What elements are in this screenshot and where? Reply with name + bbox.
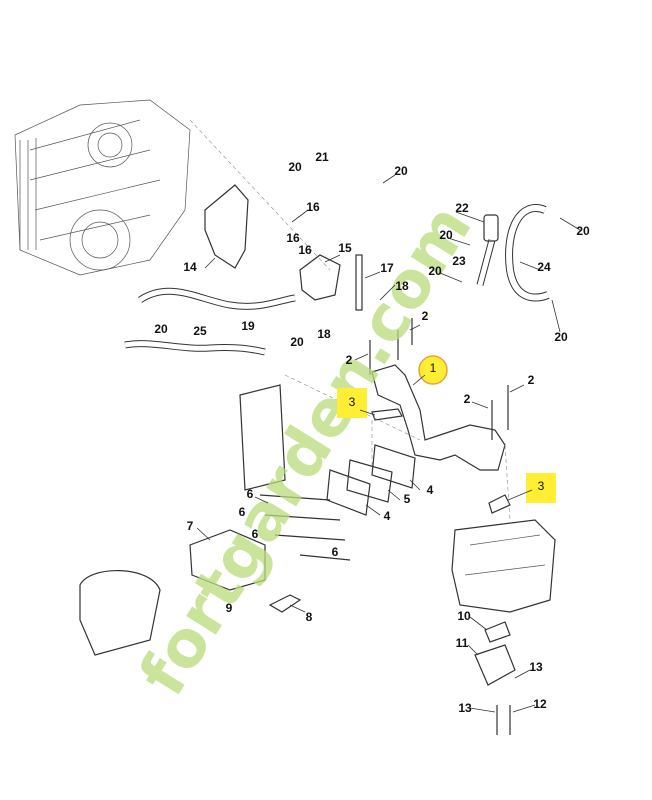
callout-17: 17 bbox=[380, 261, 394, 275]
callout-3: 3 bbox=[538, 479, 545, 493]
cylinder-head bbox=[451, 519, 556, 613]
strap-17 bbox=[355, 254, 363, 311]
callout-2: 2 bbox=[528, 373, 535, 387]
air-filter-housing bbox=[79, 569, 161, 656]
bolts bbox=[259, 318, 509, 561]
gasket-3a bbox=[371, 408, 403, 421]
callout-13: 13 bbox=[458, 701, 472, 715]
carburetor-7 bbox=[189, 529, 266, 591]
callout-6: 6 bbox=[239, 505, 246, 519]
gasket-4b bbox=[326, 469, 371, 516]
callout-18: 18 bbox=[317, 327, 331, 341]
gasket-10 bbox=[484, 621, 511, 643]
plate-part bbox=[239, 384, 286, 491]
callout-6: 6 bbox=[332, 545, 339, 559]
callout-20: 20 bbox=[394, 164, 408, 178]
exhaust-manifold-1 bbox=[371, 364, 506, 471]
gasket-4a bbox=[371, 444, 416, 489]
callout-19: 19 bbox=[241, 319, 255, 333]
engine-block-drawing bbox=[14, 99, 191, 276]
highlight-box bbox=[337, 388, 367, 418]
callout-9: 9 bbox=[226, 601, 233, 615]
callout-2: 2 bbox=[346, 353, 353, 367]
callout-16: 16 bbox=[298, 243, 312, 257]
callout-2: 2 bbox=[422, 309, 429, 323]
callout-20: 20 bbox=[439, 228, 453, 242]
callout-18: 18 bbox=[395, 279, 409, 293]
callout-6: 6 bbox=[247, 487, 254, 501]
callout-20: 20 bbox=[428, 264, 442, 278]
sensor-8 bbox=[268, 594, 302, 613]
callout-20: 20 bbox=[290, 335, 304, 349]
callout-20: 20 bbox=[554, 330, 568, 344]
callout-20: 20 bbox=[154, 322, 168, 336]
gasket-3b bbox=[488, 494, 511, 514]
fuel-filter-22 bbox=[483, 214, 499, 242]
callout-8: 8 bbox=[306, 610, 313, 624]
callout-12: 12 bbox=[533, 697, 547, 711]
callout-3: 3 bbox=[349, 395, 356, 409]
callout-15: 15 bbox=[338, 241, 352, 255]
callout-20: 20 bbox=[288, 160, 302, 174]
callout-1: 1 bbox=[430, 361, 437, 375]
highlight-box bbox=[526, 473, 556, 503]
callout-23: 23 bbox=[452, 254, 466, 268]
callout-16: 16 bbox=[286, 231, 300, 245]
callout-11: 11 bbox=[456, 636, 469, 650]
callout-6: 6 bbox=[252, 527, 259, 541]
callout-25: 25 bbox=[193, 324, 207, 338]
fitting-11 bbox=[474, 644, 516, 686]
callout-5: 5 bbox=[404, 492, 411, 506]
callout-labels: 20 21 20 16 16 16 15 14 17 18 18 2 2 20 … bbox=[154, 150, 590, 715]
callout-14: 14 bbox=[183, 260, 197, 274]
callout-13: 13 bbox=[529, 660, 543, 674]
callout-4: 4 bbox=[384, 509, 391, 523]
leader-lines bbox=[196, 174, 581, 713]
callout-22: 22 bbox=[455, 201, 469, 215]
bracket-14 bbox=[204, 184, 249, 269]
callout-4: 4 bbox=[427, 483, 434, 497]
callout-2: 2 bbox=[464, 392, 471, 406]
callout-16: 16 bbox=[306, 200, 320, 214]
callout-21: 21 bbox=[315, 150, 329, 164]
callout-7: 7 bbox=[187, 519, 194, 533]
callout-10: 10 bbox=[457, 609, 471, 623]
callout-24: 24 bbox=[537, 260, 551, 274]
callout-20: 20 bbox=[576, 224, 590, 238]
gasket-5 bbox=[346, 459, 393, 503]
bolts-12-13 bbox=[496, 705, 511, 735]
highlight-circle bbox=[418, 355, 448, 385]
fuel-pump-15 bbox=[299, 254, 341, 301]
